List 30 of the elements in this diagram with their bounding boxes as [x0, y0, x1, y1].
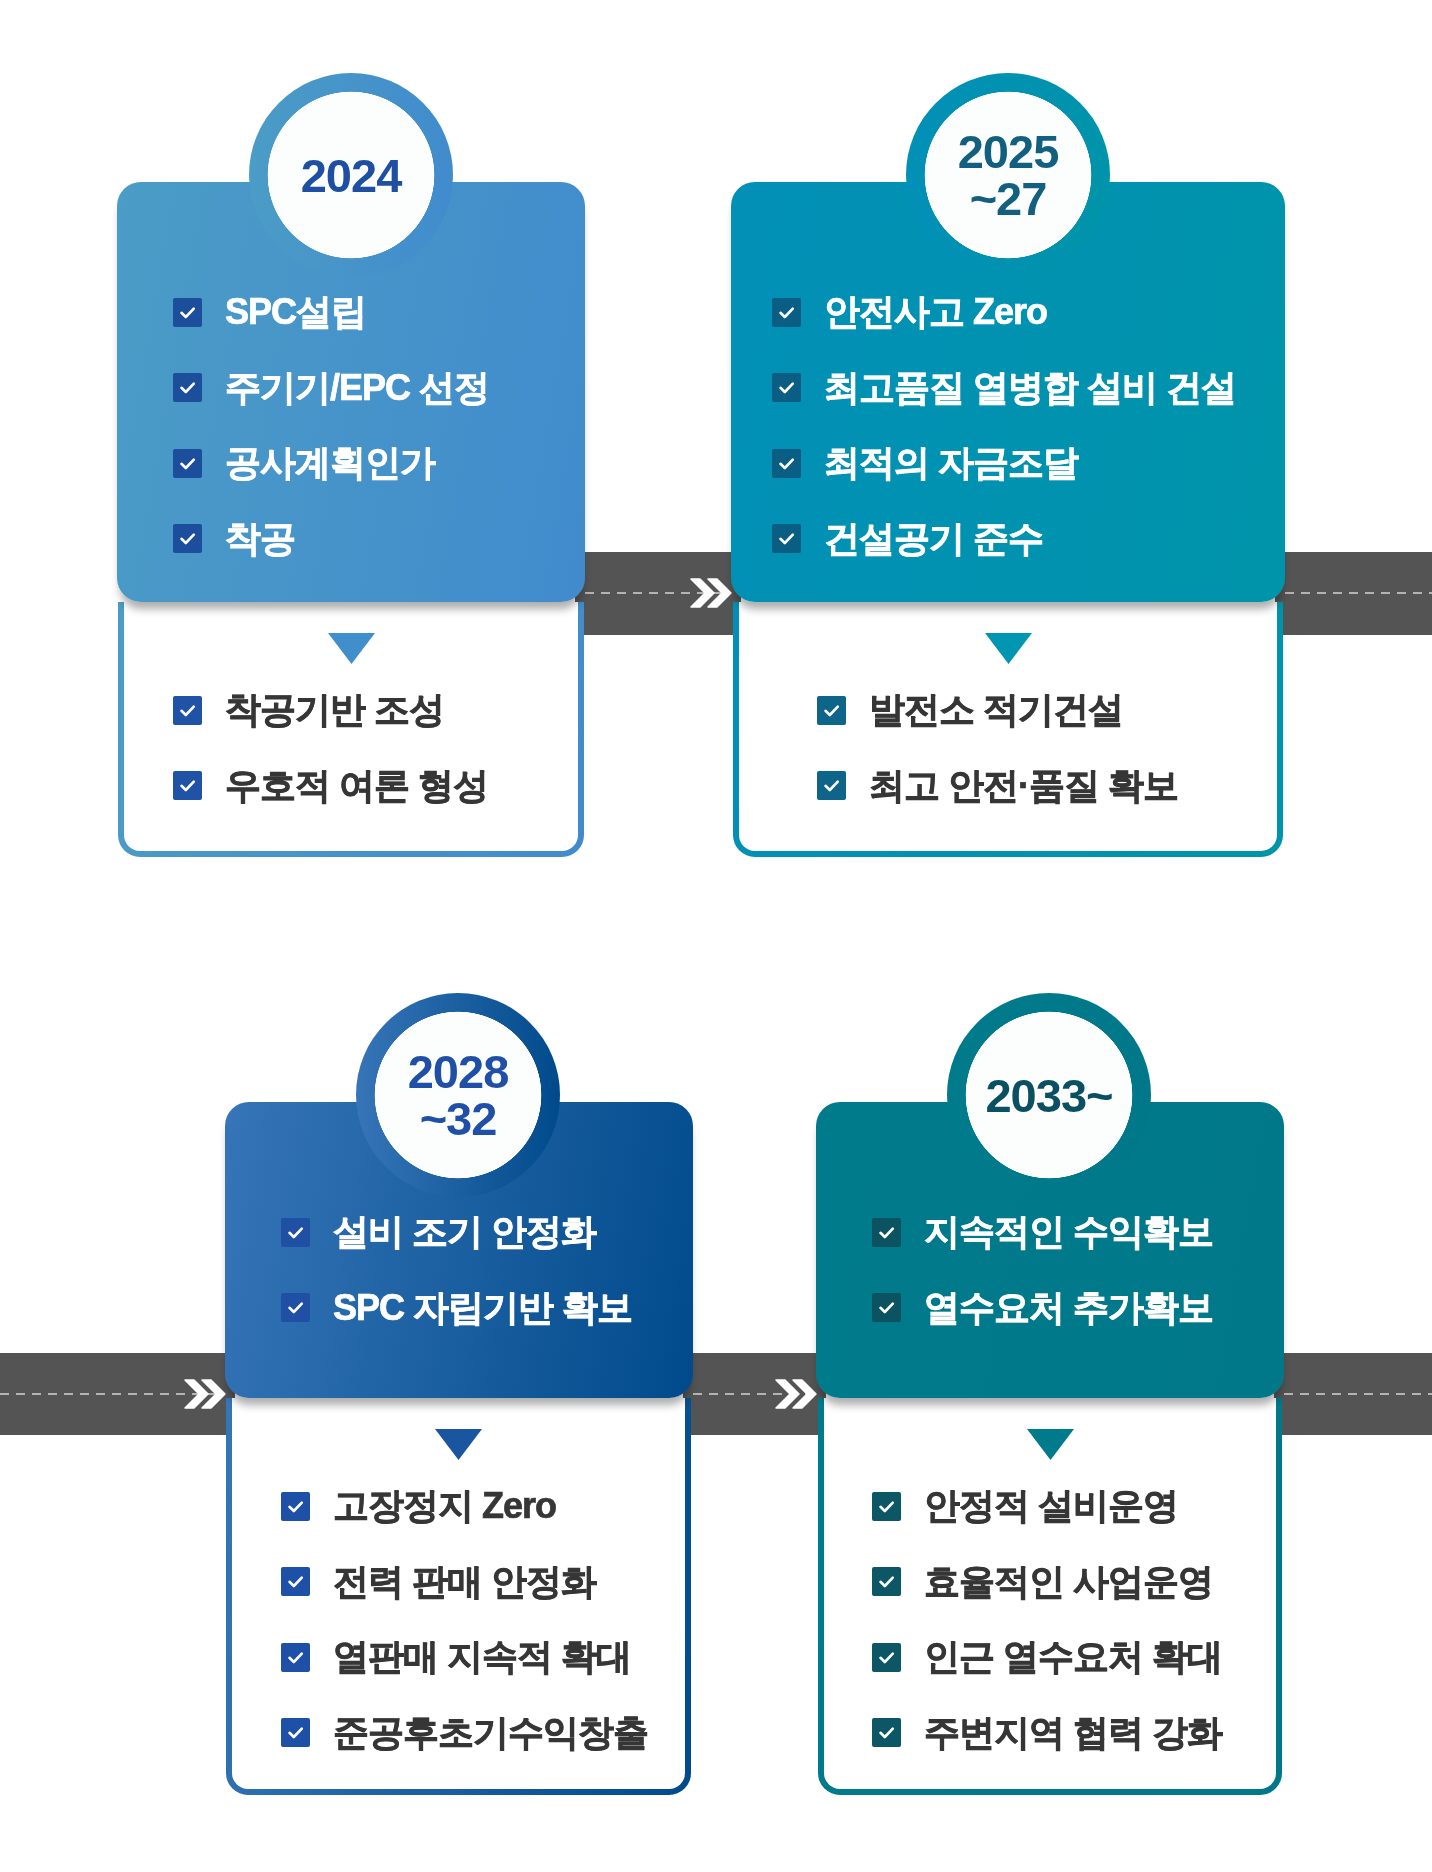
result-text: 우호적 여론 형성 — [225, 763, 488, 808]
year-label: 2025 ~27 — [956, 128, 1060, 222]
result-text: 주변지역 협력 강화 — [924, 1710, 1222, 1755]
year-label: 2033~ — [984, 1071, 1114, 1119]
goal-text: 최고품질 열병합 설비 건설 — [824, 365, 1236, 410]
result-text: 열판매 지속적 확대 — [333, 1635, 631, 1679]
result-text: 효율적인 사업운영 — [924, 1559, 1213, 1604]
goal-text: SPC설립 — [225, 290, 367, 334]
goal-text: 안전사고 Zero — [824, 290, 1047, 334]
year-label: 2028 ~32 — [406, 1048, 510, 1142]
goal-text: 공사계획인가 — [225, 441, 435, 485]
result-text: 안정적 설비운영 — [924, 1484, 1178, 1528]
result-text: 고장정지 Zero — [333, 1484, 556, 1528]
goal-text: 주기기/EPC 선정 — [225, 365, 490, 410]
result-text: 인근 열수요처 확대 — [924, 1635, 1222, 1679]
goal-text: 최적의 자금조달 — [824, 441, 1078, 485]
goal-text: 열수요처 추가확보 — [924, 1285, 1213, 1330]
stage-card — [225, 1102, 693, 1398]
goal-text: 건설공기 준수 — [824, 516, 1043, 561]
year-label: 2024 — [299, 151, 403, 199]
goal-text: 착공 — [225, 516, 295, 561]
goal-text: SPC 자립기반 확보 — [333, 1285, 633, 1330]
goal-text: 설비 조기 안정화 — [333, 1210, 596, 1254]
result-text: 최고 안전·품질 확보 — [869, 763, 1178, 808]
stage-card — [731, 182, 1285, 602]
result-text: 착공기반 조성 — [225, 688, 444, 732]
result-text: 준공후초기수익창출 — [333, 1710, 648, 1755]
result-text: 전력 판매 안정화 — [333, 1559, 596, 1604]
goal-text: 지속적인 수익확보 — [924, 1210, 1213, 1254]
result-text: 발전소 적기건설 — [869, 688, 1123, 732]
